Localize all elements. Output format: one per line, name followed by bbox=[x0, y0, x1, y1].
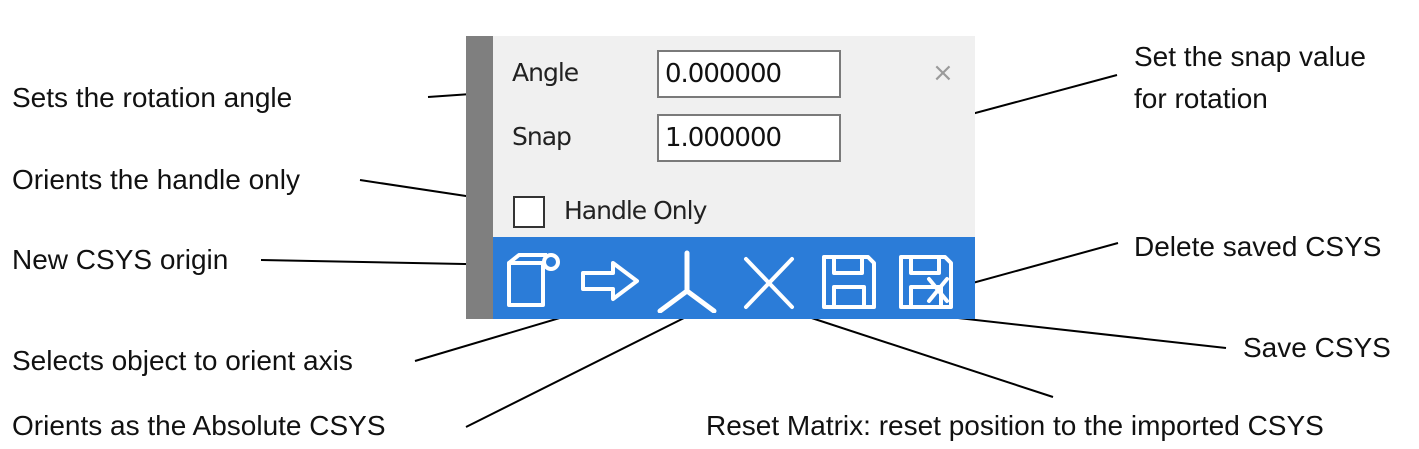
annotation-new-origin: New CSYS origin bbox=[12, 244, 229, 275]
snap-input[interactable] bbox=[657, 114, 841, 162]
reset-matrix-icon bbox=[744, 257, 794, 309]
leader-reset-matrix bbox=[777, 306, 1054, 398]
csys-toolbar bbox=[493, 237, 975, 319]
new-origin-icon bbox=[507, 253, 560, 307]
rotation-panel: Angle × Snap Handle Only bbox=[466, 36, 975, 319]
save-csys-button[interactable] bbox=[818, 249, 880, 313]
new-origin-button[interactable] bbox=[503, 249, 565, 313]
leader-absolute-csys bbox=[465, 317, 685, 428]
annotation-select-object: Selects object to orient axis bbox=[12, 345, 353, 376]
annotation-rotation-angle: Sets the rotation angle bbox=[12, 82, 293, 113]
absolute-csys-button[interactable] bbox=[656, 249, 718, 313]
delete-saved-icon bbox=[899, 255, 953, 309]
delete-saved-csys-button[interactable] bbox=[895, 249, 957, 313]
snap-label: Snap bbox=[512, 122, 572, 151]
annotation-absolute-csys: Orients as the Absolute CSYS bbox=[12, 410, 386, 441]
absolute-csys-icon bbox=[657, 250, 717, 313]
angle-label: Angle bbox=[512, 58, 579, 87]
handle-only-label: Handle Only bbox=[564, 196, 707, 225]
annotation-save-csys: Save CSYS bbox=[1243, 332, 1391, 363]
panel-gutter bbox=[466, 36, 493, 319]
annotation-reset-matrix: Reset Matrix: reset position to the impo… bbox=[706, 410, 1324, 441]
select-object-button[interactable] bbox=[579, 249, 641, 313]
angle-input[interactable] bbox=[657, 50, 841, 98]
annotation-delete-saved: Delete saved CSYS bbox=[1134, 231, 1382, 262]
annotation-snap-value-line2: for rotation bbox=[1134, 83, 1268, 114]
reset-matrix-button[interactable] bbox=[738, 249, 800, 313]
arrow-right-icon bbox=[581, 261, 639, 301]
annotation-handle-only: Orients the handle only bbox=[12, 164, 300, 195]
handle-only-checkbox[interactable] bbox=[513, 196, 545, 228]
leader-delete-saved bbox=[957, 242, 1119, 288]
annotation-snap-value-line1: Set the snap value bbox=[1134, 41, 1366, 72]
close-icon[interactable]: × bbox=[932, 58, 954, 88]
save-icon bbox=[822, 255, 876, 309]
